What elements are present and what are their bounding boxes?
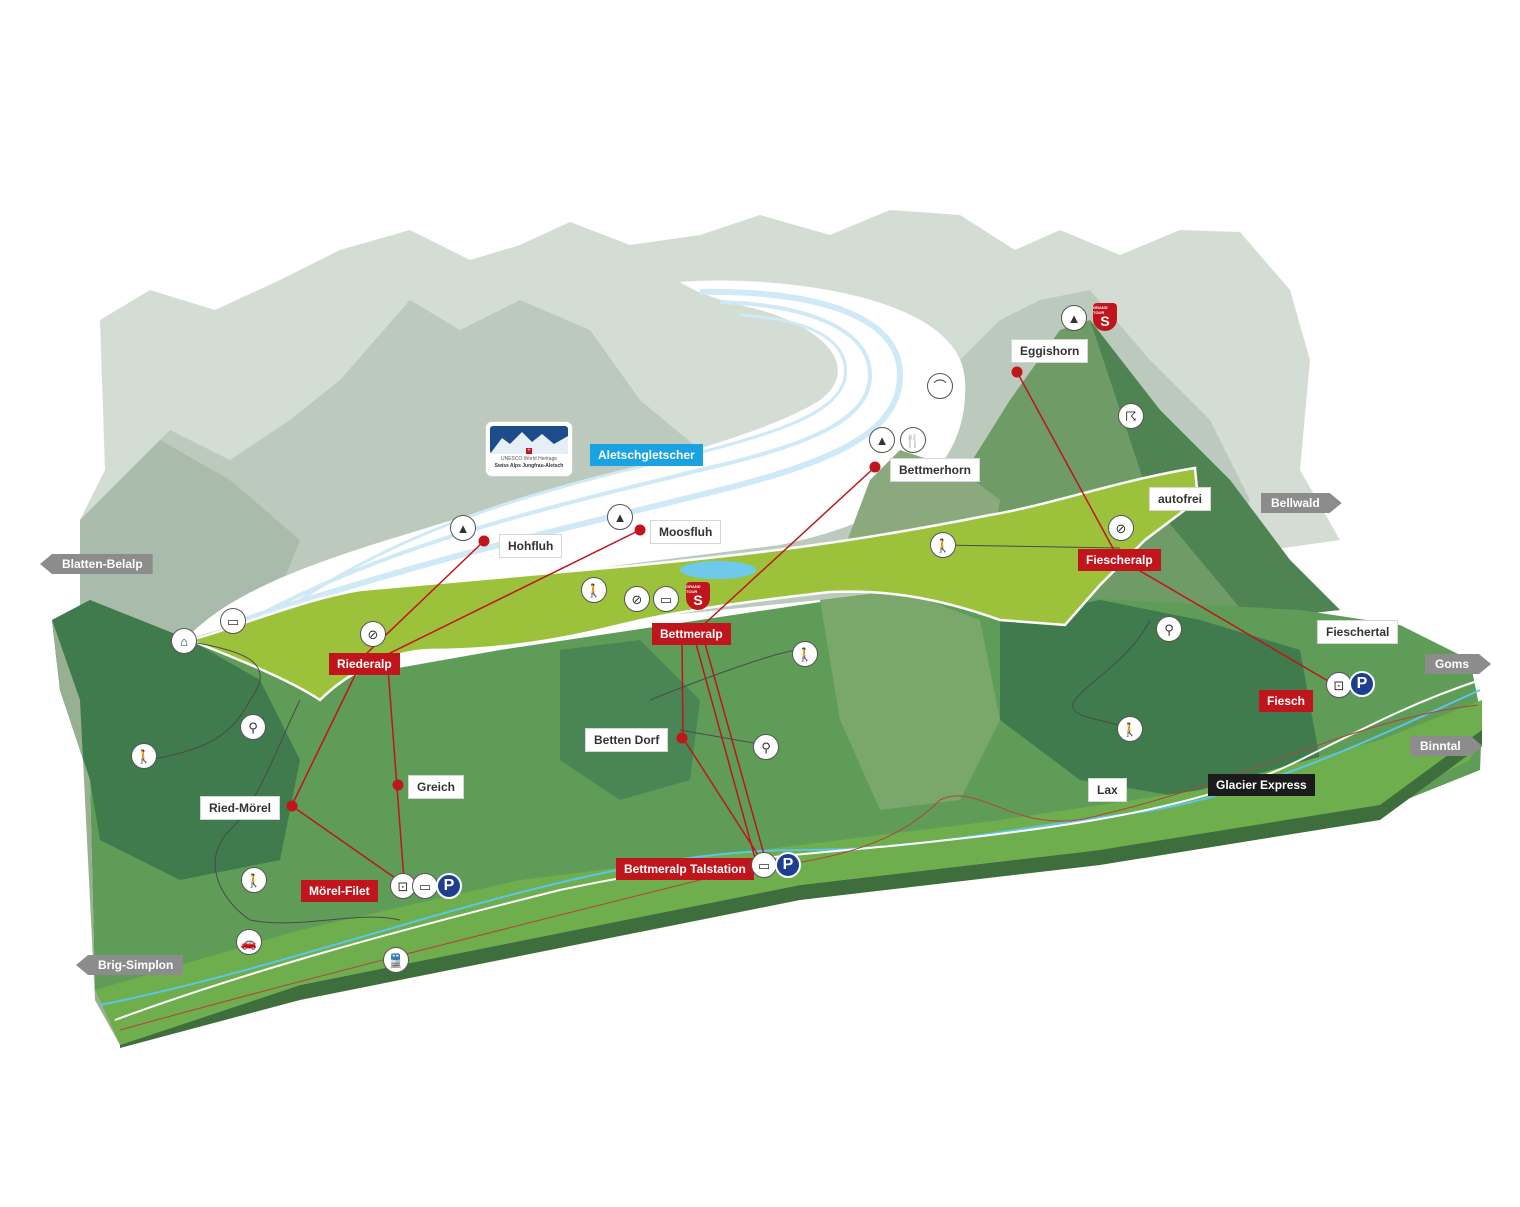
valley-dark-right <box>1000 600 1320 800</box>
road-line <box>119 704 1479 1031</box>
map-base-edge <box>120 730 1482 1048</box>
label-bettmeralp-talstation[interactable]: Bettmeralp Talstation <box>616 858 754 880</box>
hiker-icon[interactable]: 🚶 <box>1117 716 1143 742</box>
bike-icon[interactable]: ⚲ <box>753 734 779 760</box>
valley-dark-center <box>560 640 700 800</box>
hiker-icon[interactable]: 🚶 <box>792 641 818 667</box>
panorama-icon[interactable]: ▲ <box>1061 305 1087 331</box>
direction-goms[interactable]: Goms <box>1425 654 1491 674</box>
railway-line <box>114 679 1481 1021</box>
label-greich[interactable]: Greich <box>409 776 464 798</box>
label-bettmerhorn[interactable]: Bettmerhorn <box>891 459 980 481</box>
glacier-stripe-1 <box>229 288 904 628</box>
label-lax[interactable]: Lax <box>1089 779 1126 801</box>
label-fiescheralp[interactable]: Fiescheralp <box>1078 549 1161 571</box>
panorama-icon[interactable]: ▲ <box>450 515 476 541</box>
label-glacier-express[interactable]: Glacier Express <box>1208 774 1315 796</box>
label-betten-dorf[interactable]: Betten Dorf <box>586 729 668 751</box>
label-autofrei: autofrei <box>1150 488 1211 510</box>
label-fiesch[interactable]: Fiesch <box>1259 690 1314 712</box>
hiker-icon[interactable]: 🚶 <box>581 577 607 603</box>
cable-car-icon[interactable]: ▭ <box>412 873 438 899</box>
car-icon[interactable]: 🚗 <box>236 929 262 955</box>
direction-bellwald[interactable]: Bellwald <box>1261 493 1342 513</box>
direction-brig-simplon[interactable]: Brig-Simplon <box>76 955 184 975</box>
cable-car-routes <box>291 371 1336 881</box>
direction-binntal[interactable]: Binntal <box>1410 736 1483 756</box>
bettmersee-lake <box>680 561 756 579</box>
aletsch-glacier <box>185 280 966 640</box>
glacier-stripe-3 <box>299 313 848 602</box>
unesco-line2: Swiss Alps Jungfrau-Aletsch <box>494 463 564 469</box>
suspension-bridge-icon[interactable]: ⌒ <box>927 373 953 399</box>
direction-blatten-belalp[interactable]: Blatten-Belalp <box>40 554 153 574</box>
parking-icon[interactable]: P <box>436 873 462 899</box>
label-hohfluh[interactable]: Hohfluh <box>500 535 562 557</box>
label-bettmeralp[interactable]: Bettmeralp <box>652 623 731 645</box>
train-icon[interactable]: 🚆 <box>383 947 409 973</box>
label-moosfluh[interactable]: Moosfluh <box>651 521 721 543</box>
bike-icon[interactable]: ⚲ <box>240 714 266 740</box>
hiker-icon[interactable]: 🚶 <box>930 532 956 558</box>
map-base-left <box>52 620 120 1045</box>
trail-lines <box>149 544 1151 924</box>
unesco-mountain-image <box>490 426 568 454</box>
panorama-icon[interactable]: ▲ <box>869 427 895 453</box>
label-eggishorn[interactable]: Eggishorn <box>1012 340 1088 362</box>
no-car-icon[interactable]: ⊘ <box>624 586 650 612</box>
restaurant-icon[interactable]: 🍴 <box>900 427 926 453</box>
glacier-stripe-2 <box>259 300 873 617</box>
cable-car-icon[interactable]: ▭ <box>751 852 777 878</box>
label-aletschgletscher[interactable]: Aletschgletscher <box>590 444 703 466</box>
unesco-line1: UNESCO World Heritage <box>500 456 558 462</box>
cable-car-icon[interactable]: ▭ <box>653 586 679 612</box>
bike-icon[interactable]: ⚲ <box>1156 616 1182 642</box>
hiker-icon[interactable]: 🚶 <box>241 867 267 893</box>
label-fieschertal[interactable]: Fieschertal <box>1318 621 1398 643</box>
climbing-icon[interactable]: ☈ <box>1118 403 1144 429</box>
no-car-icon[interactable]: ⊘ <box>360 621 386 647</box>
label-ried-morel[interactable]: Ried-Mörel <box>201 797 280 819</box>
eggishorn-dark-face <box>1090 320 1340 620</box>
parking-icon[interactable]: P <box>775 852 801 878</box>
valley-light-mid <box>820 590 1000 810</box>
panorama-icon[interactable]: ▲ <box>607 504 633 530</box>
hiker-icon[interactable]: 🚶 <box>131 743 157 769</box>
gondola-icon[interactable]: ⊡ <box>1326 672 1352 698</box>
parking-icon[interactable]: P <box>1349 671 1375 697</box>
no-car-icon[interactable]: ⊘ <box>1108 515 1134 541</box>
mountain-left-dark <box>80 440 300 640</box>
swiss-cross-icon: + <box>526 448 532 454</box>
unesco-world-heritage-badge: + UNESCO World Heritage Swiss Alps Jungf… <box>486 422 572 476</box>
cable-car-icon[interactable]: ▭ <box>220 608 246 634</box>
label-riederalp[interactable]: Riederalp <box>329 653 400 675</box>
label-morel-filet[interactable]: Mörel-Filet <box>301 880 378 902</box>
route-stations <box>286 366 1023 812</box>
museum-icon[interactable]: ⌂ <box>171 628 197 654</box>
